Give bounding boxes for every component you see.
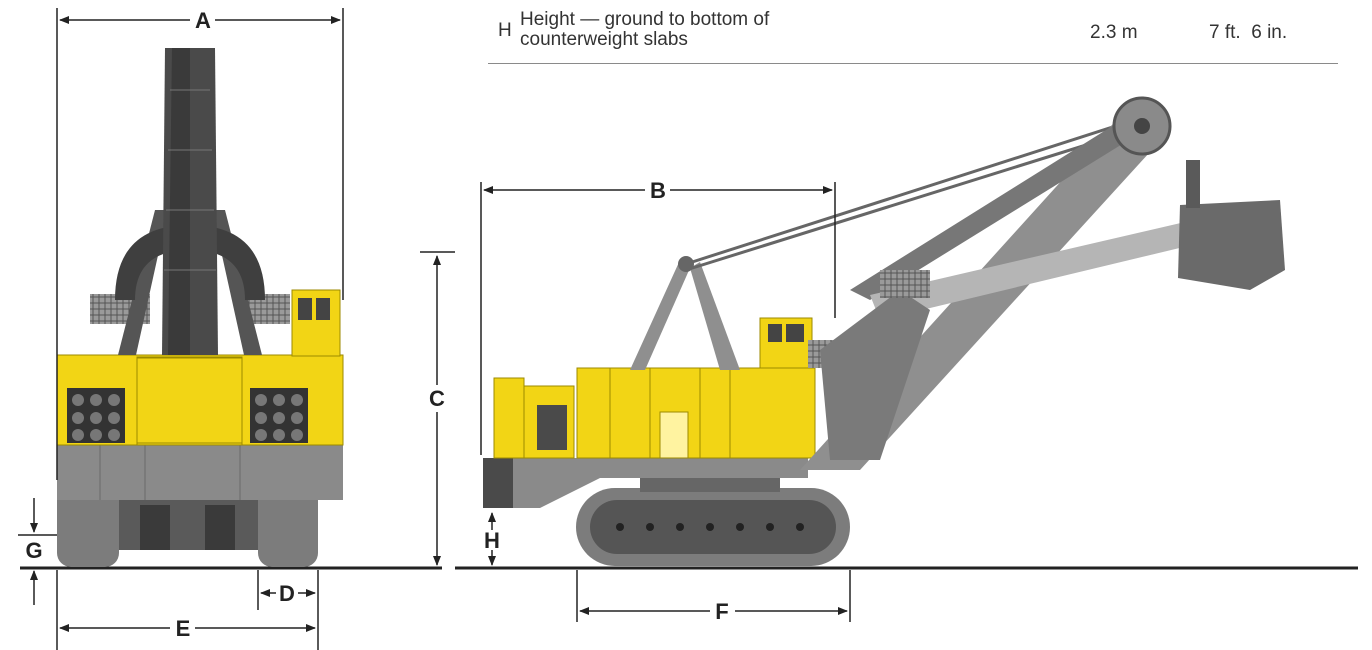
dim-label-f: F xyxy=(715,599,728,624)
dim-label-c: C xyxy=(429,386,445,411)
front-view-shovel xyxy=(56,48,344,567)
spec-table-row-h: H Height — ground to bottom of counterwe… xyxy=(488,0,1338,64)
dim-label-a: A xyxy=(195,8,211,33)
spec-description: Height — ground to bottom of counterweig… xyxy=(520,9,770,50)
spec-imperial-value: 7 ft. 6 in. xyxy=(1209,22,1288,43)
spec-letter: H xyxy=(498,20,512,41)
dim-label-g: G xyxy=(25,538,42,563)
dim-label-e: E xyxy=(176,616,191,641)
dim-label-h: H xyxy=(484,528,500,553)
side-view-shovel xyxy=(483,96,1285,566)
dim-label-d: D xyxy=(279,581,295,606)
spec-metric-value: 2.3 m xyxy=(1090,22,1138,43)
dim-label-b: B xyxy=(650,178,666,203)
